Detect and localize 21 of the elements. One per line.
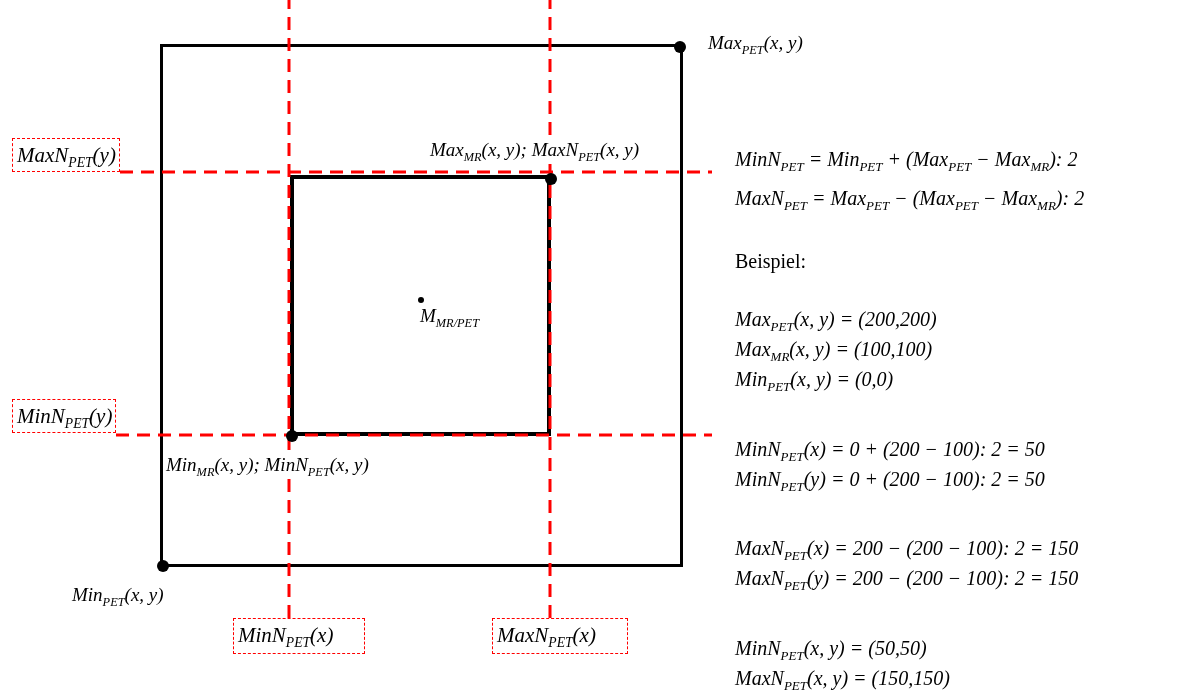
label-box: MinN$_{PET}$(y) [12, 399, 116, 433]
guide-line [120, 170, 712, 174]
formula: Min$_{PET}$(x, y) = (0,0) [735, 368, 894, 395]
formula: MinN$_{PET}$(x) = 0 + (200 − 100): 2 = 50 [735, 438, 1045, 465]
formula: Max$_{MR}$(x, y) = (100,100) [735, 338, 933, 365]
guide-line [548, 0, 552, 618]
label-box: MinN$_{PET}$(x) [233, 618, 365, 654]
formula: MaxN$_{PET}$(y) = 200 − (200 − 100): 2 = 150 [735, 567, 1079, 594]
outer-square [160, 44, 683, 567]
example-heading: Beispiel: [735, 250, 807, 272]
formula: MinN$_{PET}$(y) = 0 + (200 − 100): 2 = 50 [735, 468, 1045, 495]
formula: MinN$_{PET}$ = Min$_{PET}$ + (Max$_{PET}$ − Max$_{MR}$): 2 [735, 148, 1078, 175]
guide-line [116, 433, 712, 437]
label-box: MaxN$_{PET}$(y) [12, 138, 120, 172]
formula: Max$_{PET}$(x, y) = (200,200) [735, 308, 937, 335]
formula: MinN$_{PET}$(x, y) = (50,50) [735, 637, 927, 664]
formula: MaxN$_{PET}$ = Max$_{PET}$ − (Max$_{PET}$ − Max$_{MR}$): 2 [735, 187, 1085, 214]
label-box: MaxN$_{PET}$(x) [492, 618, 628, 654]
formula: MaxN$_{PET}$(x, y) = (150,150) [735, 667, 950, 694]
guide-line [287, 0, 291, 618]
formula: MaxN$_{PET}$(x) = 200 − (200 − 100): 2 = 150 [735, 537, 1079, 564]
